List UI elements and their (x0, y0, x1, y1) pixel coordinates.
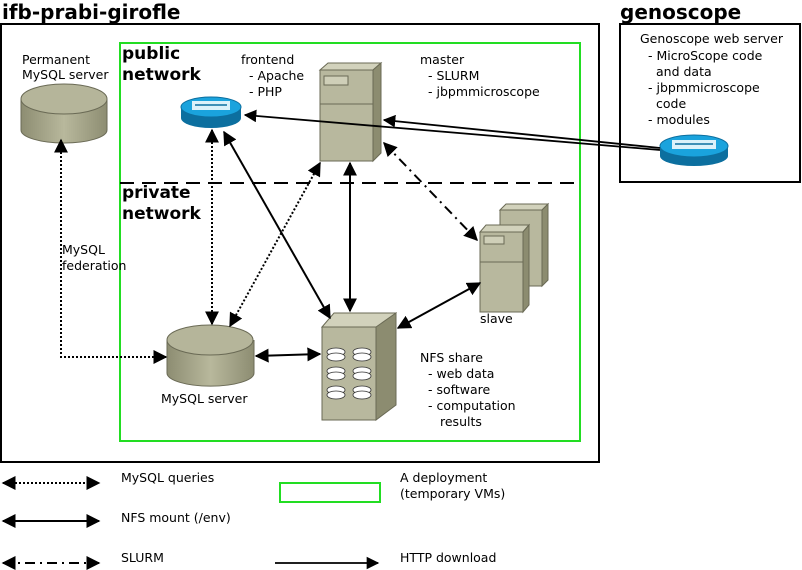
master-jbpm: - jbpmmicroscope (428, 84, 540, 99)
nfs-storage-icon (320, 312, 398, 421)
nfs-slave-nfs (396, 282, 482, 329)
http-genoscope-to-frontend (243, 109, 661, 151)
slurm-master-slave (383, 141, 478, 242)
nfs-frontend-nfs (223, 130, 331, 320)
nfs-share-label: NFS share (420, 350, 483, 365)
genoscope-web-item-2b: code (656, 96, 686, 111)
mysql-master-mysql (229, 161, 321, 328)
ifb-zone (0, 23, 600, 463)
frontend-router-icon (180, 96, 242, 128)
mysql-federation-label-1: MySQL (62, 242, 105, 257)
slave-label: slave (480, 311, 513, 326)
mysql-federation-label-2: federation (62, 258, 126, 273)
nfs-item-results: results (440, 414, 482, 429)
legend-slurm: SLURM (121, 550, 164, 565)
nfs-mysql-nfs (254, 347, 322, 363)
genoscope-router-icon (659, 134, 729, 166)
nfs-item-computation: - computation (428, 398, 516, 413)
private-network-label-2: network (122, 204, 202, 224)
frontend-php: - PHP (249, 84, 282, 99)
public-network-label-1: public (122, 44, 180, 64)
http-genoscope-to-master (382, 114, 661, 149)
master-label: master (420, 52, 465, 67)
legend-deployment-1: A deployment (400, 470, 487, 485)
frontend-label: frontend (241, 52, 294, 67)
permanent-mysql-database-icon (20, 83, 108, 144)
genoscope-zone (619, 23, 801, 183)
public-network-label-2: network (122, 65, 202, 85)
genoscope-web-item-2: - jbpmmicroscope (648, 80, 760, 95)
genoscope-web-item-3: - modules (648, 112, 710, 127)
master-server-icon (318, 61, 383, 163)
mysql-server-label: MySQL server (161, 391, 248, 406)
private-network-label-1: private (122, 183, 191, 203)
genoscope-web-item-1b: and data (656, 64, 712, 79)
permanent-mysql-label-1: Permanent (22, 52, 90, 67)
legend-mysql-queries: MySQL queries (121, 470, 214, 485)
ifb-title: ifb-prabi-girofle (2, 0, 181, 24)
master-slurm: - SLURM (428, 68, 479, 83)
nfs-item-software: - software (428, 382, 490, 397)
genoscope-web-item-1: - MicroScope code (648, 48, 763, 63)
slave-server-icon (478, 202, 550, 314)
nfs-item-web-data: - web data (428, 366, 494, 381)
frontend-apache: - Apache (249, 68, 304, 83)
permanent-mysql-label-2: MySQL server (22, 67, 109, 82)
genoscope-title: genoscope (620, 0, 741, 24)
legend-deployment-2: (temporary VMs) (400, 486, 505, 501)
legend-http-download: HTTP download (400, 550, 496, 565)
mysql-server-database-icon (166, 324, 255, 387)
mysql-federation-link (54, 138, 168, 364)
legend-nfs-mount: NFS mount (/env) (121, 510, 231, 525)
genoscope-web-label: Genoscope web server (640, 31, 784, 46)
legend-deployment-swatch (279, 482, 381, 503)
